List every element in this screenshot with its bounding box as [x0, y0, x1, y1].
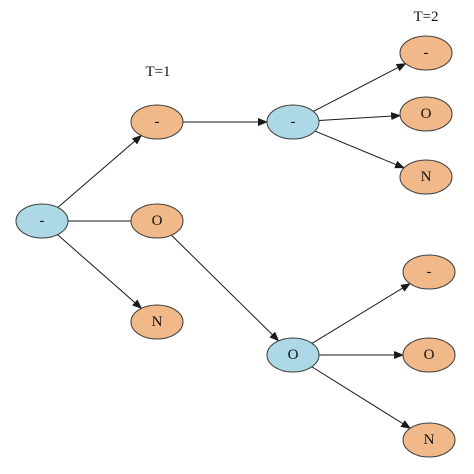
node-t2_upper_o: O	[399, 96, 453, 132]
node-ellipse-t1_o_expanded	[266, 337, 320, 373]
node-label-t1_o: O	[152, 213, 163, 229]
node-label-t2_lower_n: N	[424, 432, 435, 448]
node-t2_lower_n: N	[402, 422, 456, 458]
node-t1_n: N	[130, 304, 184, 340]
node-label-t2_lower_minus: -	[427, 264, 432, 280]
node-ellipse-t1_n	[130, 304, 184, 340]
node-t2_lower_minus: -	[402, 254, 456, 290]
node-t1_minus_expanded: -	[266, 104, 320, 140]
node-ellipse-t2_upper_o	[399, 96, 453, 132]
node-label-t1_minus: -	[155, 114, 160, 130]
node-t1_o_expanded: O	[266, 337, 320, 373]
node-ellipse-t2_lower_minus	[402, 254, 456, 290]
node-ellipse-t2_lower_n	[402, 422, 456, 458]
time-label-t1: T=1	[145, 64, 170, 80]
node-label-t1_minus_expanded: -	[291, 114, 296, 130]
node-label-t1_n: N	[152, 314, 163, 330]
node-ellipse-t2_lower_o	[402, 337, 456, 373]
node-t2_upper_minus: -	[399, 35, 453, 71]
node-ellipse-root	[15, 203, 69, 239]
node-label-t2_upper_minus: -	[424, 45, 429, 61]
node-label-t1_o_expanded: O	[288, 347, 299, 363]
node-t2_upper_n: N	[399, 159, 453, 195]
node-label-root: -	[40, 213, 45, 229]
node-layer: - - O N - - O N O - O N	[15, 35, 456, 458]
node-label-t2_upper_o: O	[421, 106, 432, 122]
edge-root-to-t1_n	[57, 234, 143, 310]
time-label-t2: T=2	[413, 9, 438, 25]
node-root: -	[15, 203, 69, 239]
node-label-t2_upper_n: N	[421, 169, 432, 185]
edge-t1_minus_expanded-to-t2_upper_n	[314, 130, 405, 169]
node-label-t2_lower_o: O	[424, 347, 435, 363]
edge-layer	[57, 63, 412, 429]
edge-t1_o-to-t1_o_expanded	[171, 234, 280, 342]
node-ellipse-t2_upper_minus	[399, 35, 453, 71]
edge-t1_o_expanded-to-t2_lower_n	[311, 366, 412, 429]
edge-t1_minus_expanded-to-t2_upper_minus	[313, 63, 407, 112]
node-t2_lower_o: O	[402, 337, 456, 373]
edge-t1_minus_expanded-to-t2_upper_o	[318, 112, 402, 121]
node-t1_o: O	[130, 203, 184, 239]
node-ellipse-t1_o	[130, 203, 184, 239]
node-ellipse-t2_upper_n	[399, 159, 453, 195]
edge-root-to-t1_minus	[57, 134, 143, 208]
node-t1_minus: -	[130, 104, 184, 140]
node-ellipse-t1_minus	[130, 104, 184, 140]
node-ellipse-t1_minus_expanded	[266, 104, 320, 140]
edge-t1_o_expanded-to-t2_lower_minus	[311, 283, 411, 344]
